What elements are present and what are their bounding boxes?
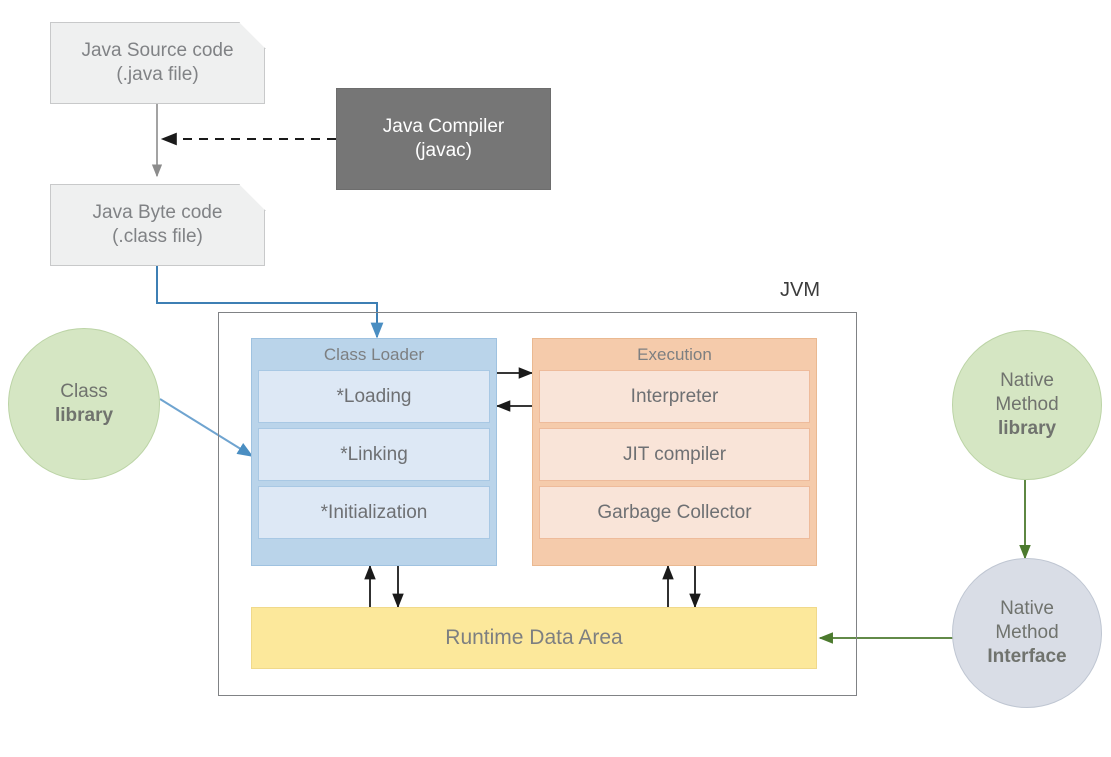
java-compiler-line1: Java Compiler [382,115,505,137]
class-loader-title: Class Loader [323,345,425,364]
execution-item-interpreter: Interpreter [539,370,810,423]
native-method-interface-line2: Method [995,621,1059,643]
class-loader-item-initialization: *Initialization [258,486,490,539]
node-java-source-code: Java Source code (.java file) [50,22,265,104]
jvm-label: JVM [780,279,820,302]
node-native-method-library: Native Method library [952,330,1102,480]
native-method-interface-line3: Interface [987,646,1067,668]
java-byte-code-line2: (.class file) [112,226,203,247]
native-method-library-line2: Method [995,393,1059,415]
node-java-compiler: Java Compiler (javac) [336,88,551,190]
class-loader-item-loading: *Loading [258,370,490,423]
node-native-method-interface: Native Method Interface [952,558,1102,708]
jvm-container [218,312,857,696]
class-library-line1: Class [60,380,108,402]
execution-title: Execution [637,345,712,364]
execution-item-garbage-collector: Garbage Collector [539,486,810,539]
java-source-code-line2: (.java file) [116,64,199,85]
node-class-library: Class library [8,328,160,480]
node-java-byte-code: Java Byte code (.class file) [50,184,265,266]
group-execution-engine: Execution Interpreter JIT compiler Garba… [532,338,817,566]
class-library-line2: library [54,405,114,426]
node-runtime-data-area: Runtime Data Area [251,607,817,669]
execution-item-jit-compiler: JIT compiler [539,428,810,481]
group-class-loader: Class Loader *Loading *Linking *Initiali… [251,338,497,566]
native-method-interface-line1: Native [1000,597,1054,619]
native-method-library-line1: Native [1000,369,1054,391]
java-byte-code-line1: Java Byte code [92,201,223,223]
native-method-library-line3: library [997,418,1057,440]
class-loader-item-linking: *Linking [258,428,490,481]
java-compiler-line2: (javac) [414,140,472,161]
java-source-code-line1: Java Source code [81,39,234,61]
